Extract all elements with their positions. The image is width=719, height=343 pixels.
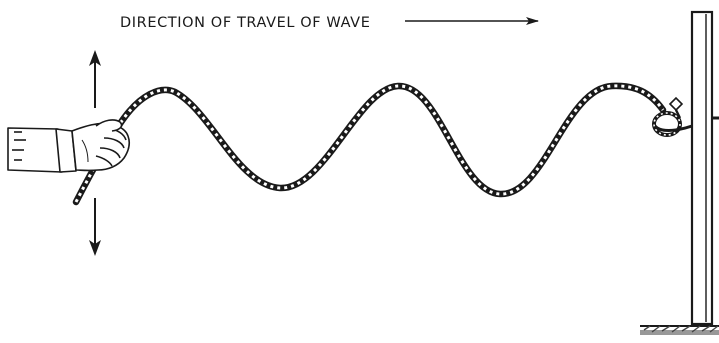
knot-icon	[652, 96, 693, 137]
post-icon	[640, 10, 719, 335]
down-arrow-icon	[89, 198, 101, 256]
up-arrow-icon	[89, 50, 101, 108]
hand-icon	[7, 119, 131, 173]
ground-hatch	[640, 325, 719, 335]
rope-wave	[72, 82, 667, 206]
caption-text: DIRECTION OF TRAVEL OF WAVE	[120, 15, 370, 31]
